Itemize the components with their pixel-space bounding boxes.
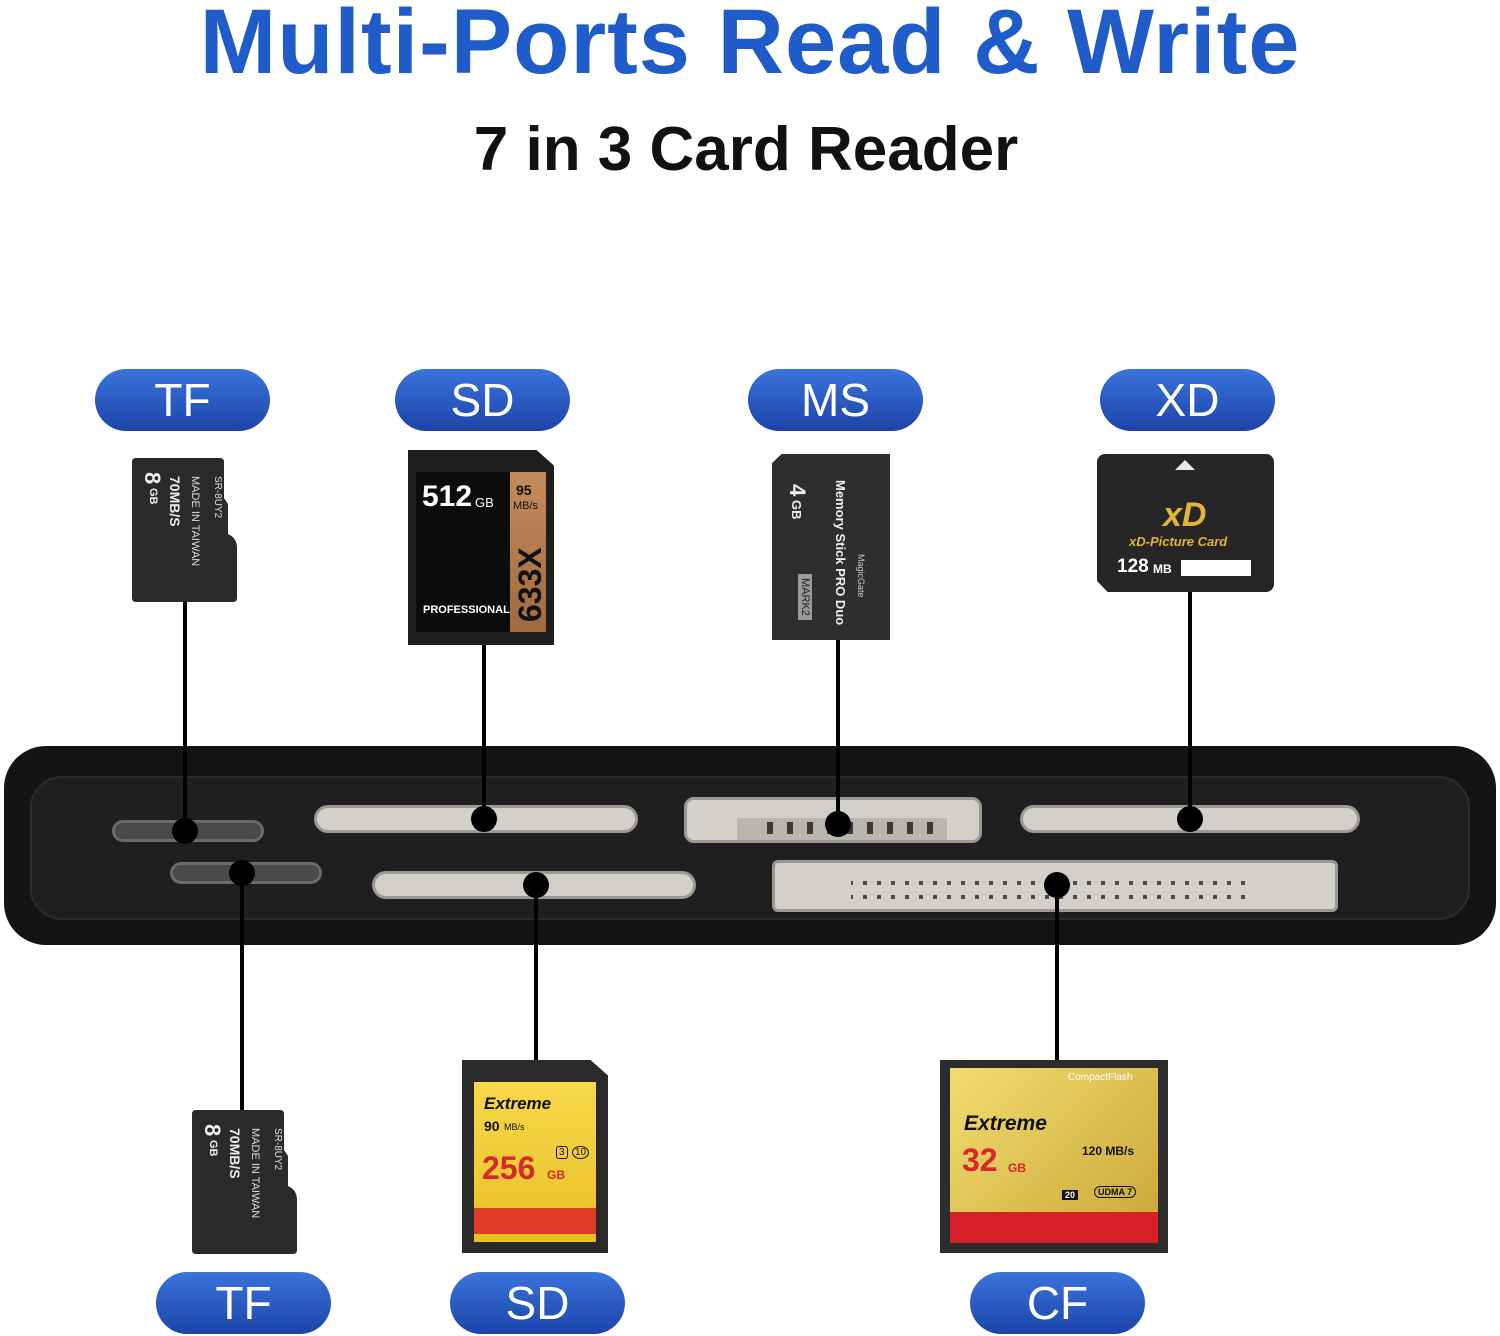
connector-ms <box>836 640 840 824</box>
microsd-card-bottom: 8 GB 70MB/S MADE IN TAIWAN SR-8UY2 <box>192 1110 297 1254</box>
sd-256-red-band <box>474 1208 596 1234</box>
sd-256-unit: GB <box>547 1168 565 1182</box>
cf-header: CompactFlash <box>1068 1072 1133 1083</box>
label-pill-cf: CF <box>970 1272 1145 1334</box>
xd-picture-card: xD xD-Picture Card 128 MB <box>1097 454 1274 592</box>
cf-vpg: 20 <box>1062 1190 1079 1200</box>
port-dot-tf-bottom <box>229 860 255 886</box>
ms-capacity: 4 <box>785 484 810 497</box>
port-dot-xd <box>1177 806 1203 832</box>
port-dot-tf-top <box>172 818 198 844</box>
xd-unit: MB <box>1153 562 1172 576</box>
label-pill-sd-top: SD <box>395 369 570 431</box>
port-dot-sd-top <box>471 806 497 832</box>
sd-512-professional: PROFESSIONAL <box>423 604 510 616</box>
sd-512-speed-unit: MB/s <box>513 500 539 512</box>
page-title: Multi-Ports Read & Write <box>199 0 1301 93</box>
xd-card-arrow-icon <box>1175 460 1195 470</box>
ms-magicgate: MagicGate <box>856 554 866 598</box>
tf-bottom-made: MADE IN TAIWAN <box>249 1128 261 1219</box>
tf-top-capacity: 8 <box>140 472 165 485</box>
cf-capacity: 32 <box>962 1142 998 1178</box>
connector-sd-top <box>482 645 486 820</box>
xd-logo: xD <box>1163 496 1207 534</box>
port-dot-cf <box>1044 872 1070 898</box>
sd-512-unit: GB <box>475 495 494 510</box>
tf-bottom-unit: GB <box>207 1140 219 1157</box>
tf-bottom-code: SR-8UY2 <box>272 1128 283 1171</box>
sd-card-512: 512 GB 95 MB/s 633X PROFESSIONAL <box>408 450 554 645</box>
sd-256-class-u: 3 <box>556 1146 568 1159</box>
port-dot-ms <box>825 811 851 837</box>
microsd-card-top: 8 GB 70MB/S MADE IN TAIWAN SR-8UY2 <box>132 458 237 602</box>
sd-256-speed-value: 90 <box>484 1118 500 1134</box>
tf-top-code: SR-8UY2 <box>212 476 223 519</box>
ms-name: Memory Stick PRO Duo <box>833 480 848 626</box>
sd-512-rating: 633X <box>512 547 548 622</box>
xd-capacity: 128 <box>1117 556 1149 577</box>
cf-speed: 120 MB/s <box>1082 1144 1135 1158</box>
tf-bottom-capacity: 8 <box>200 1124 225 1137</box>
sd-512-speed-value: 95 <box>516 482 532 498</box>
cf-red-band <box>950 1212 1158 1243</box>
ms-mark: MARK2 <box>798 574 812 620</box>
connector-tf-top <box>183 602 187 832</box>
tf-top-made: MADE IN TAIWAN <box>189 476 201 567</box>
label-pill-ms: MS <box>748 369 923 431</box>
sd-512-speed-band <box>510 472 546 632</box>
label-pill-tf-top: TF <box>95 369 270 431</box>
ms-unit: GB <box>789 500 804 520</box>
memory-stick-card: 4 GB Memory Stick PRO Duo MagicGate MARK… <box>772 454 890 640</box>
xd-name: xD-Picture Card <box>1129 534 1228 549</box>
connector-sd-bottom <box>534 885 538 1060</box>
compactflash-card: CompactFlash Extreme 32 GB 120 MB/s 20 U… <box>940 1060 1168 1253</box>
microsd-card-shape-bottom <box>192 1110 297 1254</box>
tf-bottom-speed: 70MB/S <box>227 1128 243 1179</box>
label-pill-sd-bottom: SD <box>450 1272 625 1334</box>
connector-cf <box>1055 885 1059 1060</box>
page-subtitle: 7 in 3 Card Reader <box>473 115 1019 184</box>
microsd-card-shape <box>132 458 237 602</box>
cf-brand: Extreme <box>964 1112 1047 1135</box>
label-pill-xd: XD <box>1100 369 1275 431</box>
sd-256-class-c: 10 <box>572 1146 590 1159</box>
sd-card-256: Extreme 90 MB/s 3 10 256 GB <box>462 1060 608 1253</box>
connector-xd <box>1188 592 1192 820</box>
sd-256-capacity: 256 <box>482 1150 536 1186</box>
sd-256-brand: Extreme <box>484 1094 552 1113</box>
port-dot-sd-bottom <box>523 872 549 898</box>
xd-write-label <box>1181 560 1251 576</box>
tf-top-speed: 70MB/S <box>167 476 183 527</box>
sd-256-speed-unit: MB/s <box>504 1122 525 1132</box>
cf-udma: UDMA 7 <box>1094 1186 1137 1198</box>
label-pill-tf-bottom: TF <box>156 1272 331 1334</box>
sd-512-capacity: 512 <box>422 480 473 513</box>
tf-top-unit: GB <box>147 488 159 505</box>
connector-tf-bottom <box>240 873 244 1111</box>
cf-unit: GB <box>1008 1161 1026 1175</box>
